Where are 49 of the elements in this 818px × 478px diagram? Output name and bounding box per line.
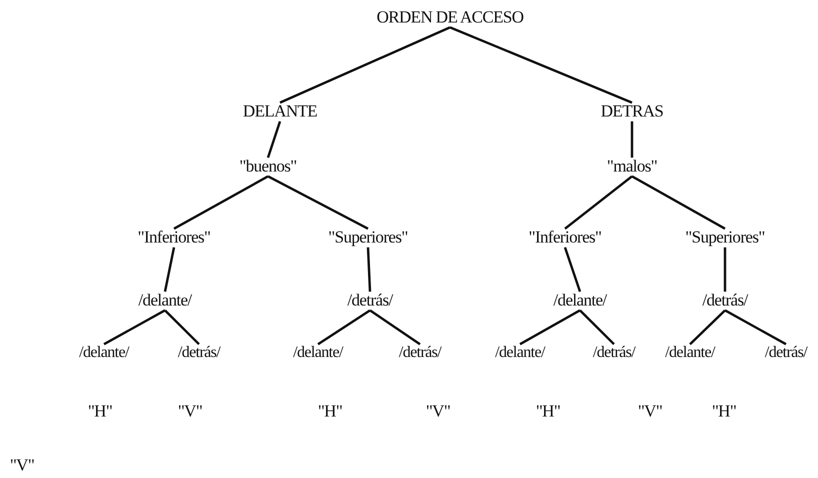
feature-label: "H" — [318, 402, 342, 422]
tree-branch-line — [280, 26, 450, 104]
tree-branch-line — [317, 309, 371, 346]
tree-branch-line — [724, 247, 726, 292]
tree-node-text: /detrás/ — [764, 344, 808, 362]
feature-label: "H" — [712, 402, 736, 422]
tree-node-text: DETRAS — [600, 102, 664, 122]
feature-label: "V" — [638, 402, 662, 422]
tree-node-text: /detrás/ — [702, 292, 748, 310]
tree-node-text: "Inferiores" — [528, 228, 602, 248]
tree-node-text: /delante/ — [665, 344, 715, 362]
tree-branch-line — [564, 175, 633, 230]
tree-branch-line — [564, 246, 582, 292]
tree-branch-line — [173, 175, 269, 230]
tree-node-text: /delante/ — [293, 344, 343, 362]
tree-node-text: "malos" — [606, 158, 658, 176]
tree-branch-line — [164, 247, 176, 292]
tree-branch-line — [630, 121, 634, 158]
tree-node-text: /detrás/ — [592, 344, 636, 362]
tree-node-text: "Superiores" — [685, 228, 765, 248]
tree-branch-line — [450, 26, 632, 104]
feature-label: "H" — [88, 402, 112, 422]
tree-node-text: ORDEN DE ACCESO — [376, 8, 524, 28]
tree-branch-line — [266, 120, 282, 158]
tree-branch-line — [689, 309, 726, 346]
tree-node-text: /delante/ — [495, 344, 545, 362]
tree-node-text: /detrás/ — [347, 292, 393, 310]
tree-branch-line — [267, 175, 369, 230]
tree-node-text: /detrás/ — [398, 344, 442, 362]
tree-node-text: /delante/ — [138, 292, 192, 310]
tree-branch-line — [366, 247, 372, 292]
tree-node-text: "Inferiores" — [138, 228, 210, 248]
feature-label: "V" — [10, 456, 34, 476]
tree-node-text: /detrás/ — [178, 344, 220, 362]
tree-branch-line — [724, 309, 787, 346]
tree-branch-line — [164, 310, 200, 346]
tree-branch-line — [631, 175, 726, 230]
tree-node-text: DELANTE — [242, 102, 318, 122]
tree-node-text: "Superiores" — [328, 228, 408, 248]
tree-node-text: /delante/ — [553, 292, 607, 310]
feature-label: "H" — [536, 402, 560, 422]
tree-branch-line — [369, 309, 421, 346]
tree-node-text: /delante/ — [79, 344, 129, 362]
tree-branch-line — [579, 310, 615, 346]
tree-node-text: "buenos" — [239, 158, 297, 176]
feature-label: "V" — [178, 402, 202, 422]
tree-branch-line — [103, 309, 166, 346]
tree-branch-line — [519, 309, 581, 346]
feature-label: "V" — [426, 402, 450, 422]
